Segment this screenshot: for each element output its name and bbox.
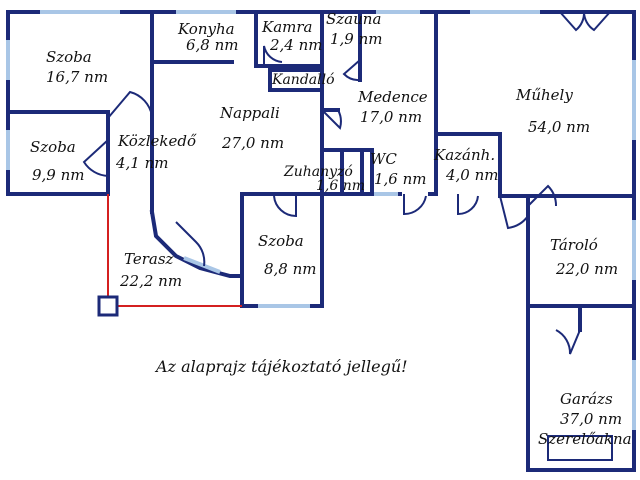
room-szoba1-area: 16,7 nm [46, 68, 108, 86]
disclaimer-note: Az alaprajz tájékoztató jellegű! [154, 357, 408, 376]
wall-living-bottom [149, 209, 244, 278]
door-living [175, 221, 206, 267]
room-zuhanyzo-area: 1,6 nm [316, 178, 365, 194]
room-konyha-name: Konyha [177, 20, 235, 38]
door-workshop [499, 195, 529, 230]
room-szauna-area: 1,9 nm [330, 30, 383, 48]
room-szoba3-name: Szoba [258, 232, 304, 250]
wall-hall [106, 10, 154, 214]
room-kozlekedo-area: 4,1 nm [115, 154, 169, 172]
terrace-outline [97, 194, 242, 317]
wall-living-right [320, 88, 340, 196]
room-terasz-name: Terasz [124, 250, 174, 268]
door-bedroom1 [107, 90, 153, 119]
inspection-pit [547, 435, 613, 461]
room-tarolo-name: Tároló [550, 236, 598, 254]
windows [6, 10, 636, 430]
door-wc [403, 194, 427, 216]
door-bedroom2 [82, 139, 109, 177]
door-sauna [342, 59, 361, 82]
room-garazs-name: Garázs [560, 390, 613, 408]
room-szoba2-name: Szoba [30, 138, 76, 156]
room-kandallo-name: Kandalló [271, 72, 335, 88]
room-kazanh-area: 4,0 nm [445, 166, 499, 184]
room-szoba2-area: 9,9 nm [32, 166, 85, 184]
room-kamra-name: Kamra [261, 18, 313, 36]
doors [82, 11, 611, 355]
room-nappali-area: 27,0 nm [221, 134, 284, 152]
room-szereloakna-name: Szerelőakna [538, 430, 632, 448]
room-kamra-area: 2,4 nm [269, 36, 323, 54]
room-nappali-name: Nappali [219, 104, 280, 122]
room-wc-name: WC [370, 150, 397, 168]
room-konyha-area: 6,8 nm [186, 36, 239, 54]
room-muhely-area: 54,0 nm [528, 118, 590, 136]
room-labels: Szoba 16,7 nm Szoba 9,9 nm Közlekedő 4,1… [30, 10, 632, 448]
wall-wc [360, 148, 374, 196]
room-szoba1-name: Szoba [46, 48, 92, 66]
room-szoba3-area: 8,8 nm [264, 260, 317, 278]
room-szauna-name: Szauna [326, 10, 381, 28]
room-kazanh-name: Kazánh. [433, 146, 495, 164]
door-pantry [263, 45, 283, 66]
wall-boiler [434, 132, 502, 196]
terrace-post [97, 295, 119, 317]
window-living-bottom [183, 256, 221, 274]
room-medence-name: Medence [357, 88, 428, 106]
door-boiler [457, 194, 479, 216]
door-workshop-top-right [583, 11, 611, 32]
door-storage [527, 184, 558, 207]
room-kozlekedo-name: Közlekedő [117, 132, 197, 150]
room-terasz-area: 22,2 nm [119, 272, 182, 290]
door-small-room [273, 194, 297, 218]
wall-garage [526, 304, 636, 472]
door-workshop-top-left [559, 11, 586, 32]
wall-pantry [254, 10, 324, 68]
room-zuhanyzo-name: Zuhanyzó [283, 164, 353, 180]
door-pool [321, 109, 342, 130]
room-muhely-name: Műhely [515, 86, 573, 104]
room-garazs-area: 37,0 nm [560, 410, 622, 428]
room-tarolo-area: 22,0 nm [555, 260, 618, 278]
room-wc-area: 1,6 nm [374, 170, 427, 188]
room-medence-area: 17,0 nm [360, 108, 422, 126]
door-garage-inner [555, 329, 581, 355]
